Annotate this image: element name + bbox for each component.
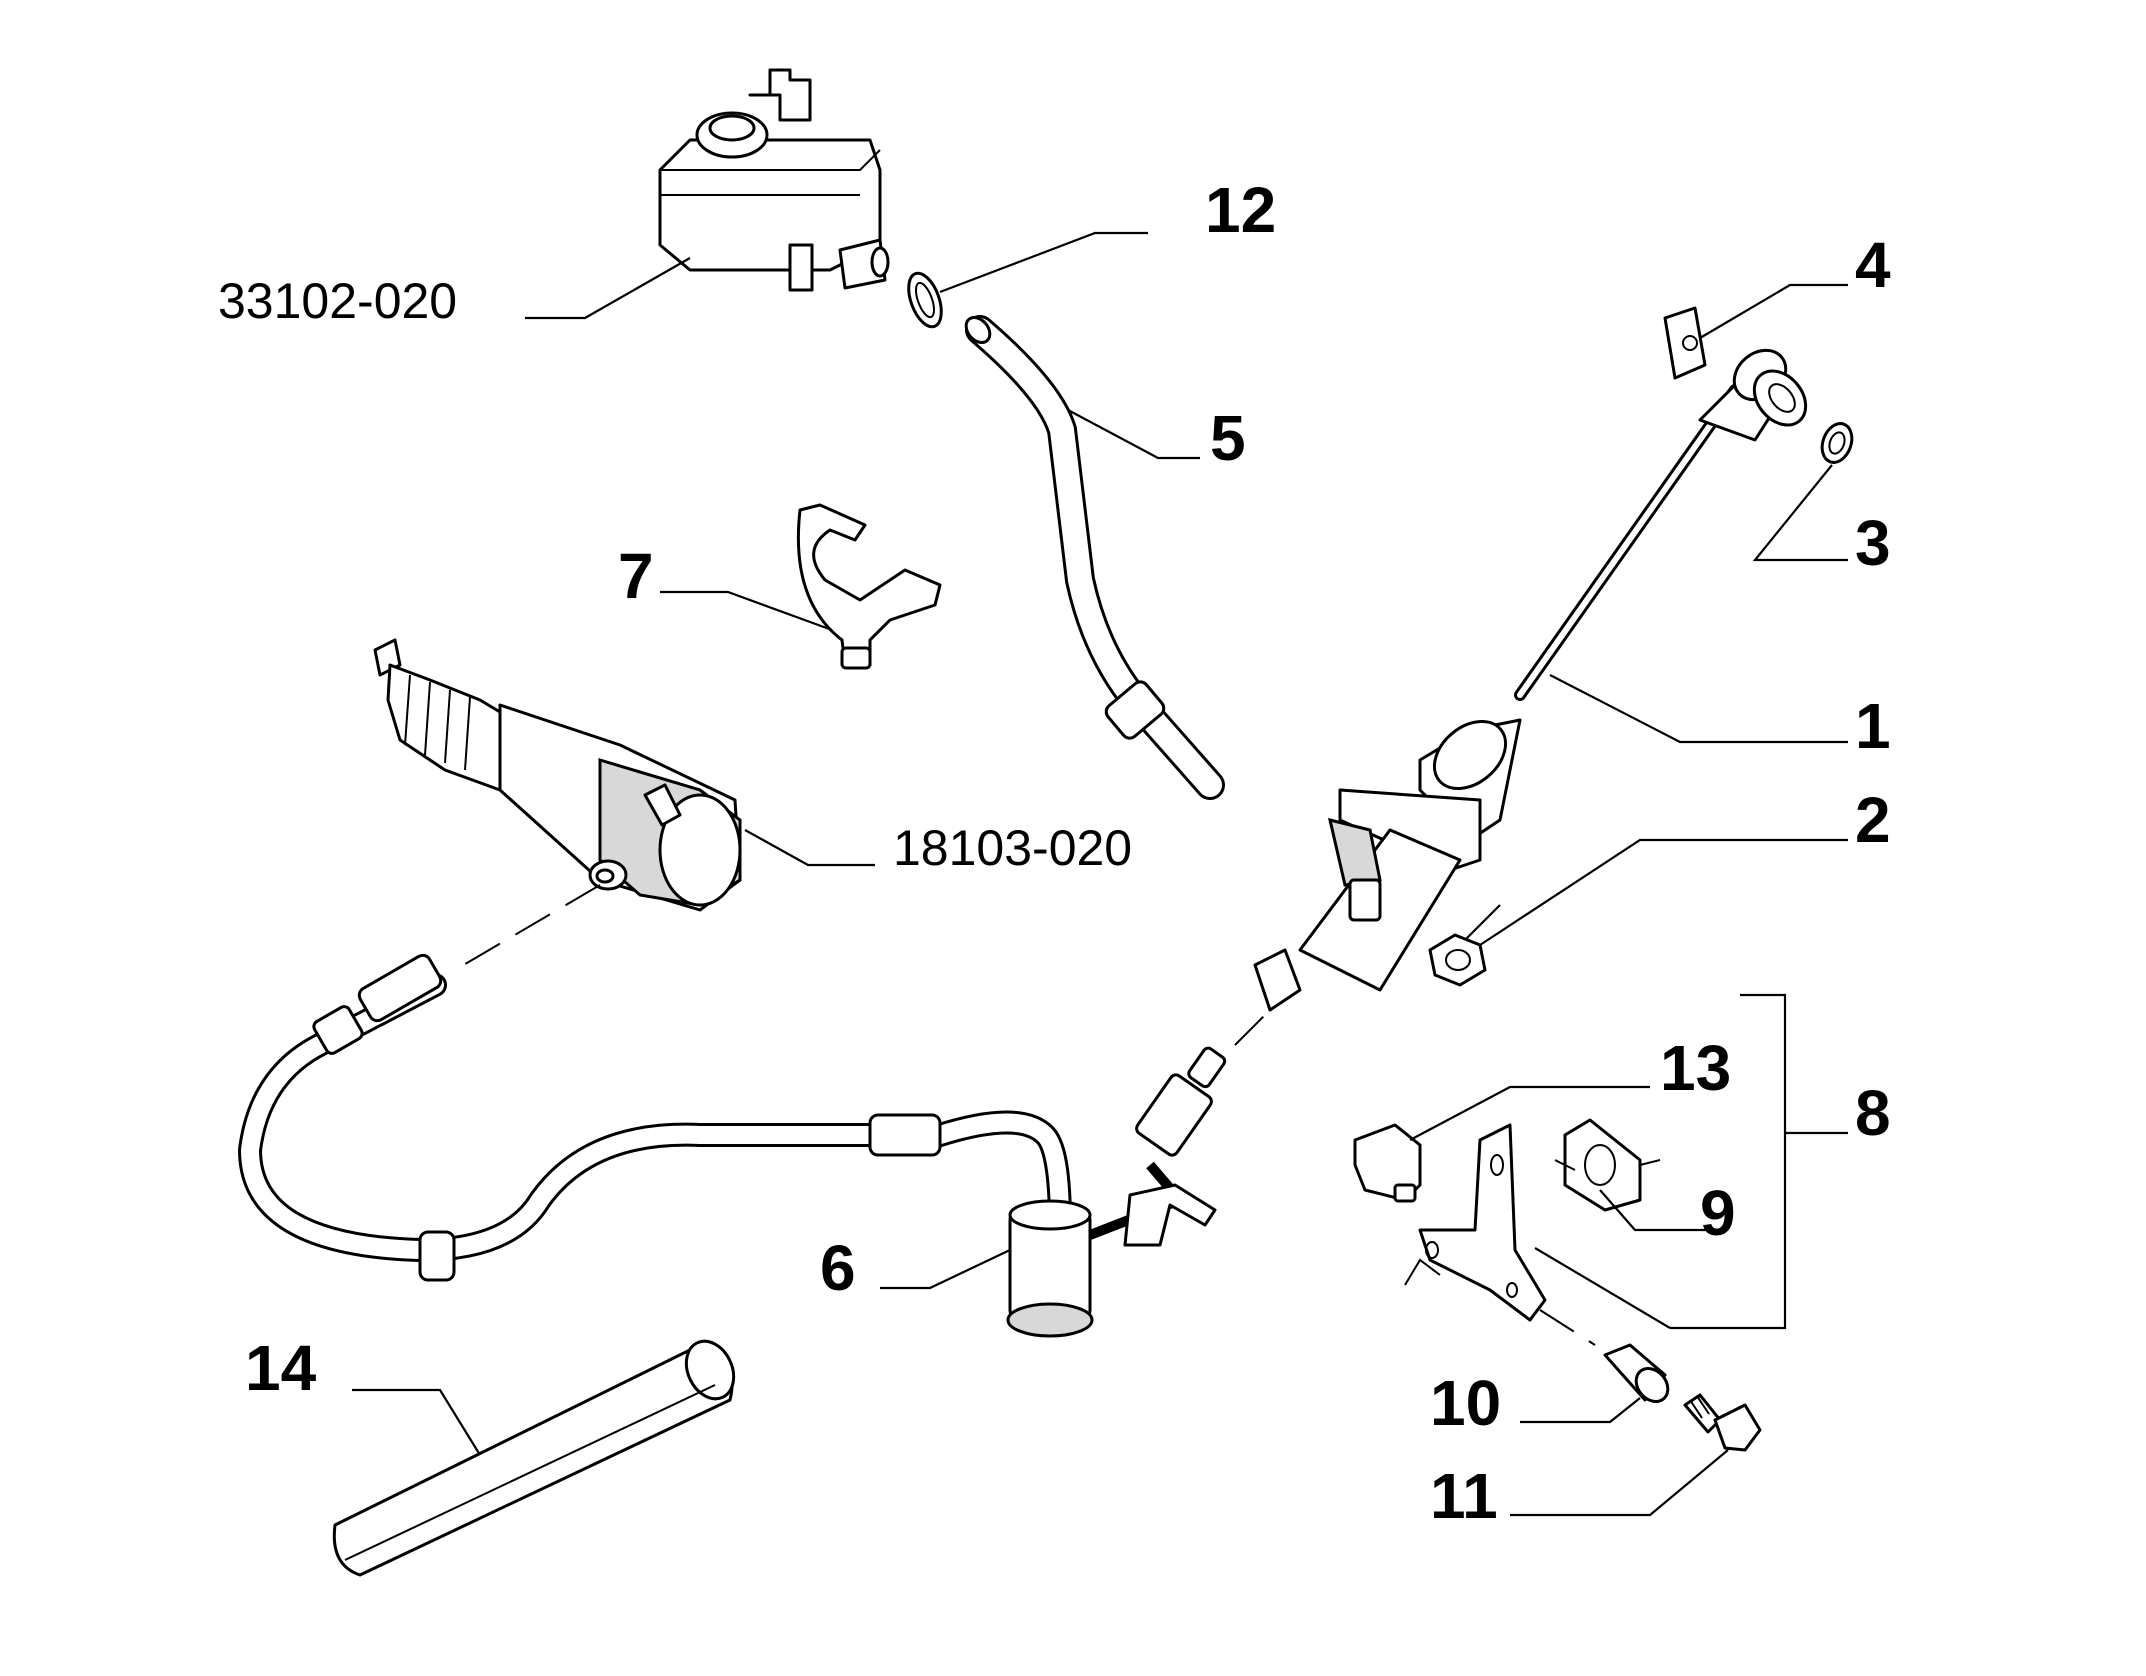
hose-clamp [907, 271, 943, 329]
label-10: 10 [1430, 1367, 1501, 1439]
label-7: 7 [618, 540, 654, 612]
protective-sleeve [332, 1339, 736, 1577]
fluid-reservoir [658, 68, 890, 292]
spacer-sleeve [1603, 1343, 1670, 1403]
cable-holder [1353, 1123, 1422, 1203]
feed-hose [964, 315, 1225, 800]
label-13: 13 [1660, 1032, 1731, 1104]
ref-slave-label: 18103-020 [893, 820, 1132, 876]
slave-cylinder [373, 638, 742, 912]
retaining-clip [1663, 306, 1707, 380]
pipe-retaining-clip [1554, 1118, 1661, 1212]
label-6: 6 [820, 1232, 856, 1304]
label-2: 2 [1855, 784, 1891, 856]
hydraulic-pipe [237, 953, 1072, 1282]
label-8: 8 [1855, 1077, 1891, 1149]
pulsation-damper [1006, 1046, 1227, 1338]
master-cylinder [1253, 348, 1808, 1012]
label-14: 14 [245, 1332, 317, 1404]
label-5: 5 [1210, 402, 1246, 474]
label-9: 9 [1700, 1177, 1736, 1249]
label-3: 3 [1855, 507, 1891, 579]
label-12: 12 [1205, 174, 1276, 246]
label-4: 4 [1855, 229, 1891, 301]
mounting-bolt [1683, 1393, 1762, 1452]
mounting-nut [1428, 933, 1487, 987]
label-11: 11 [1430, 1460, 1498, 1532]
pipe-clip [796, 503, 942, 670]
label-1: 1 [1855, 690, 1891, 762]
washer [1820, 422, 1854, 464]
ref-reservoir-label: 33102-020 [218, 273, 457, 329]
support-bracket [1404, 1123, 1547, 1322]
